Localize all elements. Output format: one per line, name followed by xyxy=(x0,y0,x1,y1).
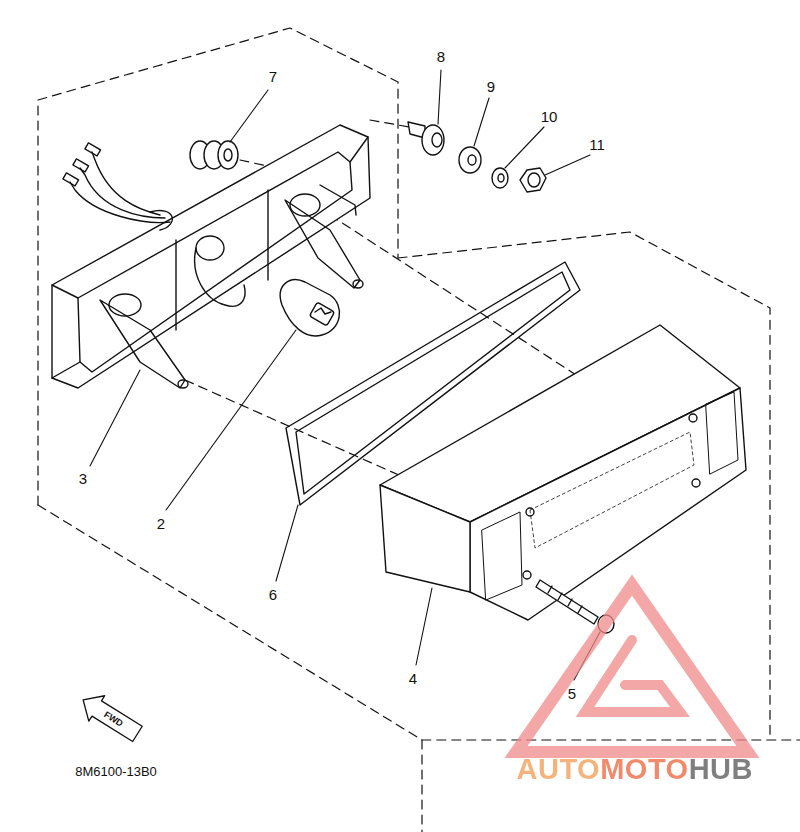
watermark: AUTOMOTOHUB xyxy=(517,755,753,784)
callout-number: 4 xyxy=(409,671,417,686)
watermark-logo xyxy=(516,585,748,752)
group-outline xyxy=(38,28,800,832)
callout-number: 6 xyxy=(269,587,277,602)
callout-number: 11 xyxy=(589,137,605,152)
lamp-housing xyxy=(52,125,370,388)
callout-number: 2 xyxy=(157,516,165,531)
lens xyxy=(380,325,746,620)
callout-number: 8 xyxy=(437,49,445,64)
fasteners xyxy=(408,122,546,192)
callout-number: 5 xyxy=(568,686,576,701)
callout-number: 9 xyxy=(487,79,495,94)
callout-number: 7 xyxy=(269,69,277,84)
leader-line xyxy=(90,70,600,680)
callout-number: 10 xyxy=(541,109,558,124)
grommet xyxy=(190,141,238,169)
drawing-code: 8M6100-13B0 xyxy=(75,765,157,778)
forward-arrow xyxy=(75,687,145,746)
callout-number: 3 xyxy=(79,471,87,486)
bulb xyxy=(280,280,339,336)
